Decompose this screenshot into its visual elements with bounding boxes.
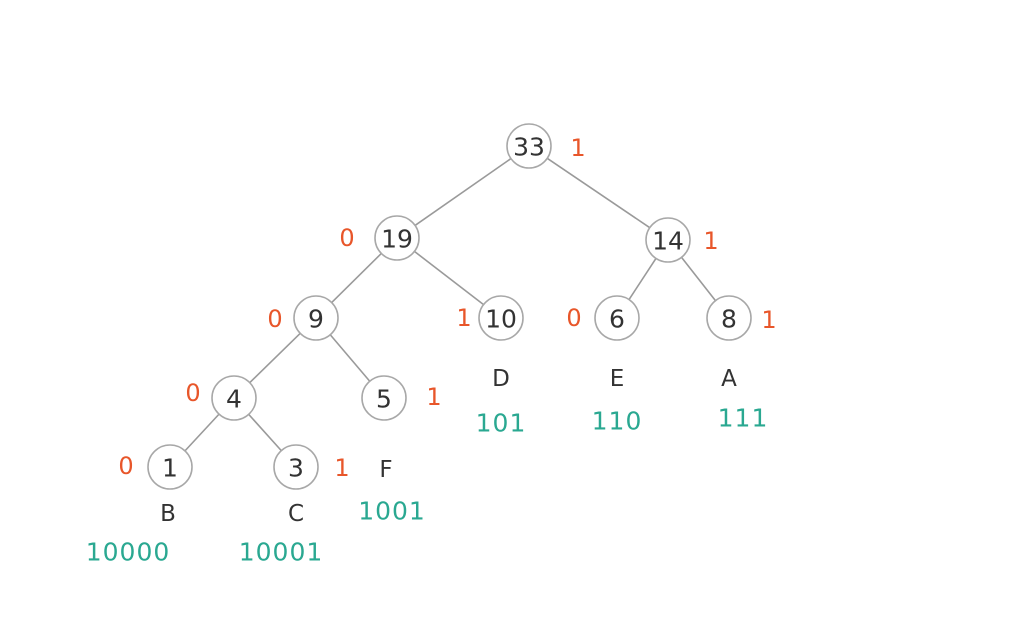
huffman-code-B: 10000 bbox=[86, 538, 171, 567]
huffman-code-D: 101 bbox=[476, 409, 527, 438]
edge-bit-label: 1 bbox=[334, 454, 349, 482]
node-circle bbox=[374, 215, 420, 261]
node-value: 14 bbox=[652, 227, 684, 256]
symbol-label-F: F bbox=[379, 457, 392, 483]
tree-edge-14-6 bbox=[628, 257, 657, 301]
node-circle bbox=[594, 295, 640, 341]
tree-edge-9-4 bbox=[249, 332, 301, 384]
symbol-label-B: B bbox=[160, 501, 176, 527]
node-value: 3 bbox=[288, 454, 304, 483]
tree-edge-33-19 bbox=[414, 157, 512, 227]
edge-bit-label: 1 bbox=[570, 134, 585, 162]
symbol-label-D: D bbox=[492, 366, 510, 392]
edge-bit-label: 1 bbox=[456, 304, 471, 332]
tree-node-10: 10 bbox=[478, 295, 524, 341]
node-value: 8 bbox=[721, 305, 737, 334]
edge-bit-label: 0 bbox=[339, 224, 354, 252]
edge-bit-label: 1 bbox=[761, 306, 776, 334]
tree-edge-19-9 bbox=[331, 252, 382, 304]
huffman-code-E: 110 bbox=[592, 407, 643, 436]
node-circle bbox=[478, 295, 524, 341]
symbol-label-E: E bbox=[610, 366, 625, 392]
huffman-code-C: 10001 bbox=[239, 538, 324, 567]
node-circle bbox=[506, 123, 552, 169]
tree-node-1: 1 bbox=[147, 444, 193, 490]
node-circle bbox=[293, 295, 339, 341]
node-value: 5 bbox=[376, 385, 392, 414]
tree-edge-19-10 bbox=[413, 250, 485, 306]
tree-edge-33-14 bbox=[546, 157, 651, 229]
symbol-label-A: A bbox=[721, 366, 737, 392]
edge-bit-label: 0 bbox=[118, 452, 133, 480]
tree-node-33: 33 bbox=[506, 123, 552, 169]
tree-edge-9-5 bbox=[329, 334, 371, 382]
node-value: 6 bbox=[609, 305, 625, 334]
node-circle bbox=[273, 444, 319, 490]
tree-edge-4-1 bbox=[184, 413, 220, 452]
tree-node-6: 6 bbox=[594, 295, 640, 341]
tree-node-4: 4 bbox=[211, 375, 257, 421]
node-circle bbox=[706, 295, 752, 341]
huffman-code-A: 111 bbox=[718, 404, 769, 433]
tree-edge-14-8 bbox=[680, 256, 717, 302]
tree-node-3: 3 bbox=[273, 444, 319, 490]
node-value: 1 bbox=[162, 454, 178, 483]
node-value: 9 bbox=[308, 305, 324, 334]
tree-node-14: 14 bbox=[645, 217, 691, 263]
node-value: 4 bbox=[226, 385, 242, 414]
node-circle bbox=[361, 375, 407, 421]
node-value: 33 bbox=[513, 133, 545, 162]
tree-node-8: 8 bbox=[706, 295, 752, 341]
node-value: 19 bbox=[381, 225, 413, 254]
node-value: 10 bbox=[485, 305, 517, 334]
node-circle bbox=[645, 217, 691, 263]
node-circle bbox=[211, 375, 257, 421]
edge-bit-label: 1 bbox=[426, 383, 441, 411]
node-circle bbox=[147, 444, 193, 490]
tree-edges bbox=[184, 157, 717, 452]
edge-bit-label: 0 bbox=[566, 304, 581, 332]
symbol-label-C: C bbox=[288, 501, 304, 527]
tree-edge-4-3 bbox=[248, 413, 282, 452]
tree-node-5: 5 bbox=[361, 375, 407, 421]
edge-bit-label: 1 bbox=[703, 227, 718, 255]
edge-bit-label: 0 bbox=[267, 305, 282, 333]
huffman-code-F: 1001 bbox=[358, 497, 426, 526]
edge-bit-label: 0 bbox=[185, 379, 200, 407]
tree-node-19: 19 bbox=[374, 215, 420, 261]
tree-node-9: 9 bbox=[293, 295, 339, 341]
